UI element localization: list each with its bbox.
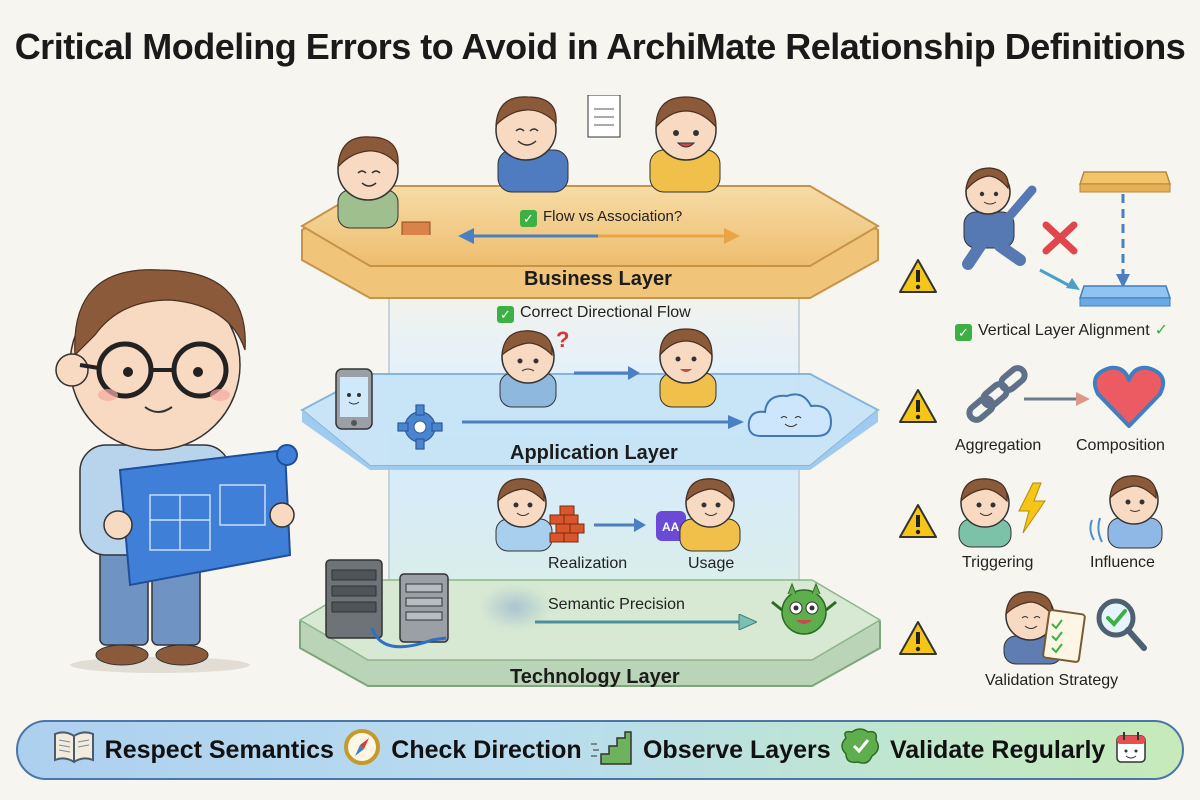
tech-arrow (535, 613, 759, 635)
heart-icon (1092, 364, 1166, 435)
best-practices-bar: Respect Semantics Check Direction Observ… (16, 720, 1184, 780)
best-practice-observe-layers: Observe Layers (590, 728, 831, 773)
check-icon: ✓ (497, 306, 514, 323)
directional-flow-label: ✓Correct Directional Flow (497, 304, 691, 323)
magnifier-check-icon (1094, 596, 1150, 661)
phone-icon (334, 367, 374, 436)
flow-vs-association-callout: ✓Flow vs Association? (520, 208, 682, 227)
best-practice-validate-regularly: Validate Regularly (840, 727, 1147, 773)
realization-usage-scene: AA (490, 475, 760, 555)
checkmark-icon: ✓ (1154, 322, 1169, 339)
server-icon (322, 558, 462, 658)
check-icon: ✓ (520, 210, 537, 227)
broken-chain-icon (960, 362, 1040, 437)
influence-person (1088, 470, 1178, 555)
triggering-label: Triggering (962, 554, 1034, 571)
layer-alignment-diagram (1030, 170, 1175, 315)
architect-character (40, 245, 300, 675)
warning-icon (898, 620, 938, 656)
composition-label: Composition (1076, 437, 1165, 454)
usage-label: Usage (688, 555, 735, 572)
validation-person-clipboard (1000, 586, 1090, 671)
best-practice-respect-semantics: Respect Semantics (53, 730, 334, 771)
calendar-icon (1115, 730, 1147, 771)
influence-label: Influence (1090, 554, 1155, 571)
check-icon: ✓ (955, 324, 972, 341)
validation-strategy-label: Validation Strategy (985, 672, 1119, 689)
warning-icon (898, 258, 938, 294)
technology-layer-title: Technology Layer (510, 666, 680, 688)
app-people-arrow: ? (490, 325, 730, 410)
error-x-icon (1042, 221, 1078, 260)
application-layer-platform (300, 370, 880, 470)
book-icon (53, 730, 95, 771)
page-title: Critical Modeling Errors to Avoid in Arc… (14, 26, 1186, 67)
business-layer-title: Business Layer (524, 268, 672, 290)
aggregation-label: Aggregation (955, 437, 1042, 454)
jumping-businessman (950, 162, 1040, 277)
warning-icon (898, 503, 938, 539)
vertical-alignment-label: ✓Vertical Layer Alignment✓ (955, 320, 1168, 341)
business-people (330, 94, 730, 237)
svg-text:AA: AA (662, 520, 680, 534)
best-practice-check-direction: Check Direction (343, 728, 582, 773)
cloud-icon (745, 388, 835, 445)
application-layer-title: Application Layer (510, 442, 678, 464)
warning-icon (898, 388, 938, 424)
app-arrow (462, 414, 744, 435)
compass-icon (343, 728, 381, 773)
bidirectional-arrow (458, 226, 740, 251)
realization-label: Realization (548, 555, 628, 572)
semantic-precision-label: Semantic Precision (548, 596, 685, 613)
gear-icon (396, 403, 444, 456)
business-layer-platform (300, 180, 880, 310)
triggering-person (955, 475, 1055, 555)
svg-text:?: ? (556, 327, 569, 352)
monster-icon (768, 580, 840, 647)
shield-check-icon (840, 727, 880, 773)
arrow-right (1024, 392, 1090, 411)
stairs-icon (590, 728, 633, 773)
